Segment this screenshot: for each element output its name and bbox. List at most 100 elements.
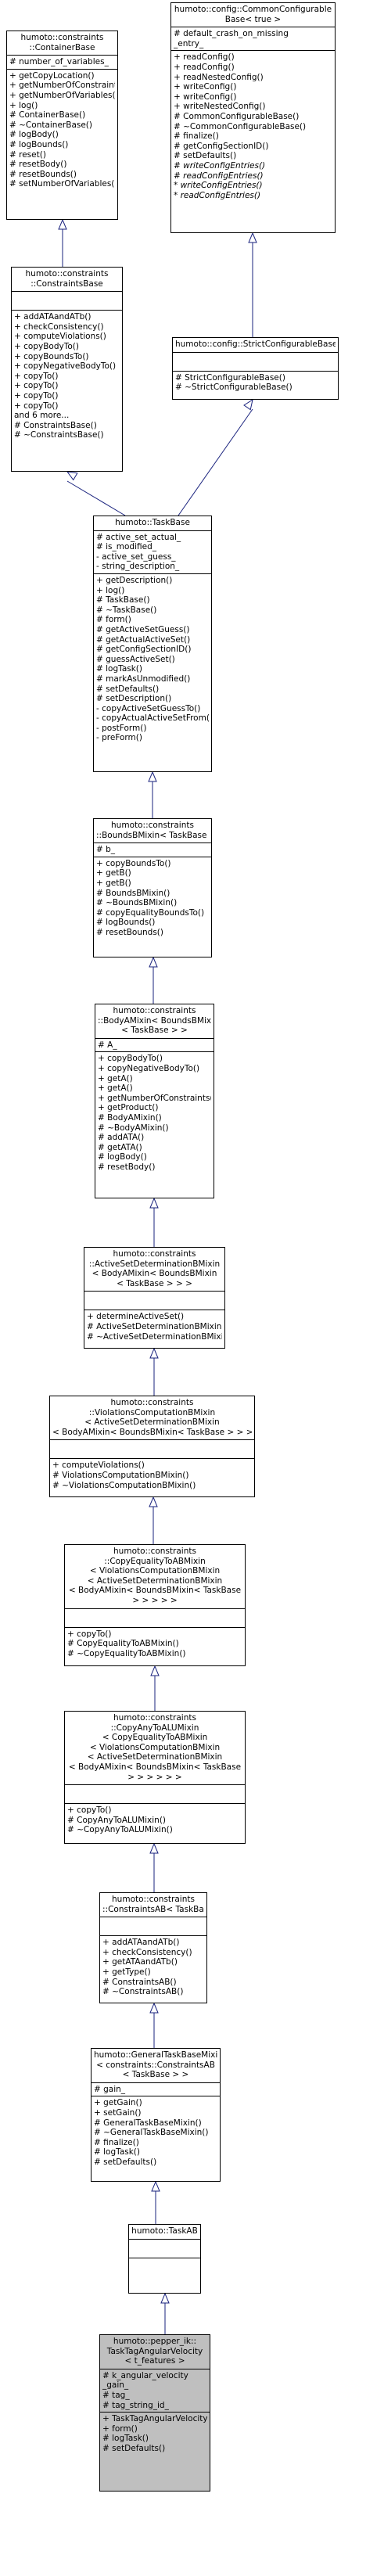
class-name-line: < ViolationsComputationBMixin xyxy=(89,1742,221,1752)
method-entry: + getA() xyxy=(98,1073,133,1083)
method-entry: # ~CopyEqualityToABMixin() xyxy=(67,1648,186,1658)
attribute-entry: # gain_ xyxy=(94,2084,126,2094)
methods-section: + addATAandATb()+ checkConsistency()+ ge… xyxy=(100,1935,206,1999)
inheritance-arrowhead xyxy=(58,218,67,230)
attribute-entry: # number_of_variables_ xyxy=(9,57,109,67)
method-entry: # logTask() xyxy=(94,2147,140,2157)
method-entry: + readConfig() xyxy=(174,62,235,72)
attributes-section: # active_set_actual_# is_modified_- acti… xyxy=(94,530,211,573)
class-box-copy-equality-to-ab-mixin: humoto::constraints::CopyEqualityToABMix… xyxy=(64,1544,246,1666)
class-name: humoto::constraints::ContainerBase xyxy=(7,31,117,55)
class-name-line: TaskTagAngularVelocity xyxy=(106,2346,203,2356)
method-entry: # ViolationsComputationBMixin() xyxy=(52,1470,189,1480)
attributes-section: # b_ xyxy=(94,842,211,857)
class-name-line: < t_features > xyxy=(124,2356,185,2366)
class-name-line: humoto::config::CommonConfigurable xyxy=(174,5,332,14)
class-name: humoto::GeneralTaskBaseMixin< constraint… xyxy=(92,2049,220,2082)
method-entry: # logBody() xyxy=(9,130,59,140)
class-name-line: humoto::constraints xyxy=(113,1547,196,1556)
method-entry: # ~StrictConfigurableBase() xyxy=(175,383,292,393)
class-name-line: ::ConstraintsAB< TaskBase > xyxy=(102,1904,204,1914)
class-box-task-base: humoto::TaskBase# active_set_actual_# is… xyxy=(93,516,212,772)
method-entry: # ~GeneralTaskBaseMixin() xyxy=(94,2128,209,2138)
class-name-line: humoto::GeneralTaskBaseMixin xyxy=(94,2050,217,2060)
method-entry: + checkConsistency() xyxy=(102,1947,192,1957)
method-entry: # logBounds() xyxy=(9,139,69,149)
attributes-section: # gain_ xyxy=(92,2082,220,2096)
methods-section: + getDescription()+ log()# TaskBase()# ~… xyxy=(94,573,211,745)
attributes-section xyxy=(129,2238,200,2258)
attributes-section xyxy=(100,1917,206,1935)
class-box-violations-computation-b-mixin: humoto::constraints::ViolationsComputati… xyxy=(49,1396,255,1497)
inheritance-arrowhead xyxy=(66,471,78,481)
methods-section: + determineActiveSet()# ActiveSetDetermi… xyxy=(84,1310,224,1343)
class-name-line: < ActiveSetDeterminationBMixin xyxy=(84,1417,220,1428)
class-name-line: ::ConstraintsBase xyxy=(31,278,103,289)
method-entry: # ~BoundsBMixin() xyxy=(96,898,178,908)
inheritance-line xyxy=(66,480,126,516)
class-name-line: < ActiveSetDeterminationBMixin xyxy=(87,1752,223,1762)
class-box-bounds-b-mixin: humoto::constraints::BoundsBMixin< TaskB… xyxy=(93,818,212,957)
method-entry: # getATA() xyxy=(98,1142,142,1152)
method-entry: # BodyAMixin() xyxy=(98,1112,162,1123)
method-entry: + readConfig() xyxy=(174,52,235,63)
attributes-section xyxy=(65,1608,245,1627)
attributes-section: # default_crash_on_missing_entry_ xyxy=(171,27,335,50)
class-name-line: humoto::constraints xyxy=(113,1713,196,1723)
method-entry: # guessActiveSet() xyxy=(96,654,175,664)
class-name-line: < TaskBase > > xyxy=(121,1026,188,1036)
method-entry: # getConfigSectionID() xyxy=(174,141,269,151)
class-box-active-set-determination-b-mixin: humoto::constraints::ActiveSetDeterminat… xyxy=(84,1247,225,1349)
method-entry: + getA() xyxy=(98,1083,133,1094)
method-entry: # CommonConfigurableBase() xyxy=(174,111,300,121)
method-entry: + determineActiveSet() xyxy=(87,1312,185,1322)
class-name-line: humoto::constraints xyxy=(113,1006,196,1015)
attribute-entry: # active_set_actual_ xyxy=(96,532,181,542)
class-name-line: ::BodyAMixin< BoundsBMixin xyxy=(98,1015,211,1026)
class-name-line: < TaskBase > > > xyxy=(117,1278,192,1288)
class-name-line: humoto::TaskAB xyxy=(131,2226,198,2236)
class-name: humoto::pepper_ik::TaskTagAngularVelocit… xyxy=(100,2335,210,2369)
method-entry: # reset() xyxy=(9,149,46,160)
class-name-line: ::BoundsBMixin< TaskBase > xyxy=(96,830,209,840)
attributes-section xyxy=(12,291,122,310)
method-entry: # StrictConfigurableBase() xyxy=(175,372,285,383)
methods-section: + copyTo()# CopyEqualityToABMixin()# ~Co… xyxy=(65,1626,245,1661)
attribute-entry: - active_set_guess_ xyxy=(96,551,176,562)
method-entry: # markAsUnmodified() xyxy=(96,674,191,684)
class-name-line: humoto::constraints xyxy=(25,269,109,278)
class-name: humoto::constraints::CopyAnyToALUMixin< … xyxy=(65,1712,245,1784)
method-entry: - copyActiveSetGuessTo() xyxy=(96,703,201,713)
attribute-entry: # k_angular_velocity xyxy=(102,2370,188,2380)
method-entry: # finalize() xyxy=(94,2137,139,2147)
class-name-line: ::ActiveSetDeterminationBMixin xyxy=(88,1259,221,1269)
inheritance-arrowhead xyxy=(248,232,257,243)
method-entry: # CopyEqualityToABMixin() xyxy=(67,1639,179,1649)
class-name: humoto::constraints::ViolationsComputati… xyxy=(50,1396,254,1439)
methods-section: # StrictConfigurableBase()# ~StrictConfi… xyxy=(173,370,338,394)
class-name-line: < ActiveSetDeterminationBMixin xyxy=(87,1575,223,1586)
method-entry: # finalize() xyxy=(174,131,219,142)
method-entry: - preForm() xyxy=(96,733,142,743)
method-entry: + checkConsistency() xyxy=(14,322,104,332)
class-name-line: > > > > > > xyxy=(127,1772,182,1782)
class-name-line: < BodyAMixin< BoundsBMixin xyxy=(92,1269,217,1279)
class-name-line: humoto::constraints xyxy=(112,1895,195,1904)
class-box-general-task-base-mixin: humoto::GeneralTaskBaseMixin< constraint… xyxy=(91,2048,221,2182)
method-entry: + computeViolations() xyxy=(14,332,106,342)
attributes-section: # A_ xyxy=(95,1037,214,1052)
attributes-section xyxy=(65,1784,245,1803)
class-name-line: ::CopyAnyToALUMixin xyxy=(110,1723,199,1733)
class-name-line: ::ViolationsComputationBMixin xyxy=(88,1407,216,1417)
method-entry: + writeNestedConfig() xyxy=(174,102,266,112)
method-entry: # resetBounds() xyxy=(96,927,163,937)
method-entry: + copyTo() xyxy=(67,1805,112,1816)
class-box-container-base: humoto::constraints::ContainerBase# numb… xyxy=(6,31,118,220)
method-entry: # setNumberOfVariables() xyxy=(9,179,115,189)
method-entry: # getActualActiveSet() xyxy=(96,634,191,645)
method-entry: * readConfigEntries() xyxy=(174,190,261,200)
attribute-entry: # tag_ xyxy=(102,2390,130,2400)
method-entry: + copyTo() xyxy=(14,390,59,401)
